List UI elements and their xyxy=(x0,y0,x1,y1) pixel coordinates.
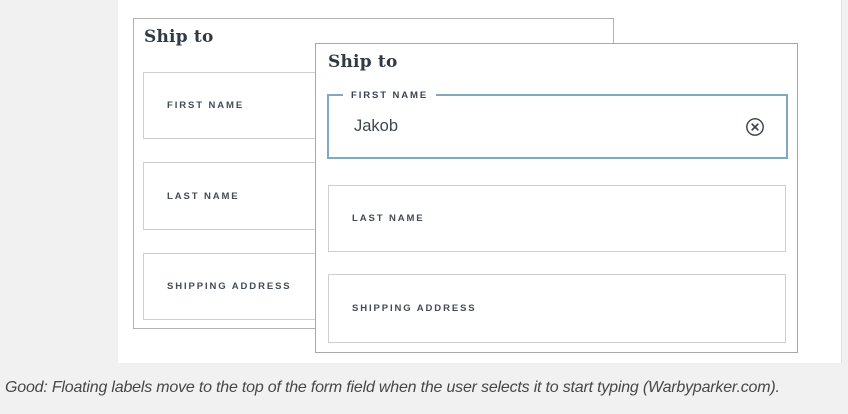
first-name-label: FIRST NAME xyxy=(167,100,245,111)
shipping-address-label: SHIPPING ADDRESS xyxy=(352,303,477,314)
ship-to-panel-focused: Ship to FIRST NAME LAST NAME SHIPPING AD… xyxy=(315,43,798,353)
last-name-label: LAST NAME xyxy=(167,190,240,202)
ship-to-heading: Ship to xyxy=(144,27,214,47)
first-name-input[interactable] xyxy=(354,117,714,136)
ship-to-heading: Ship to xyxy=(328,52,398,72)
clear-input-button[interactable] xyxy=(745,117,765,137)
circled-x-clear-icon xyxy=(745,117,765,140)
last-name-field-resting[interactable]: LAST NAME xyxy=(328,185,786,252)
shipping-address-label: SHIPPING ADDRESS xyxy=(167,281,292,292)
last-name-label: LAST NAME xyxy=(352,213,425,224)
first-name-floating-label: FIRST NAME xyxy=(343,89,437,102)
figure-caption: Good: Floating labels move to the top of… xyxy=(5,379,780,396)
shipping-address-field-resting[interactable]: SHIPPING ADDRESS xyxy=(328,274,786,343)
first-name-field-focused[interactable]: FIRST NAME xyxy=(327,89,788,159)
